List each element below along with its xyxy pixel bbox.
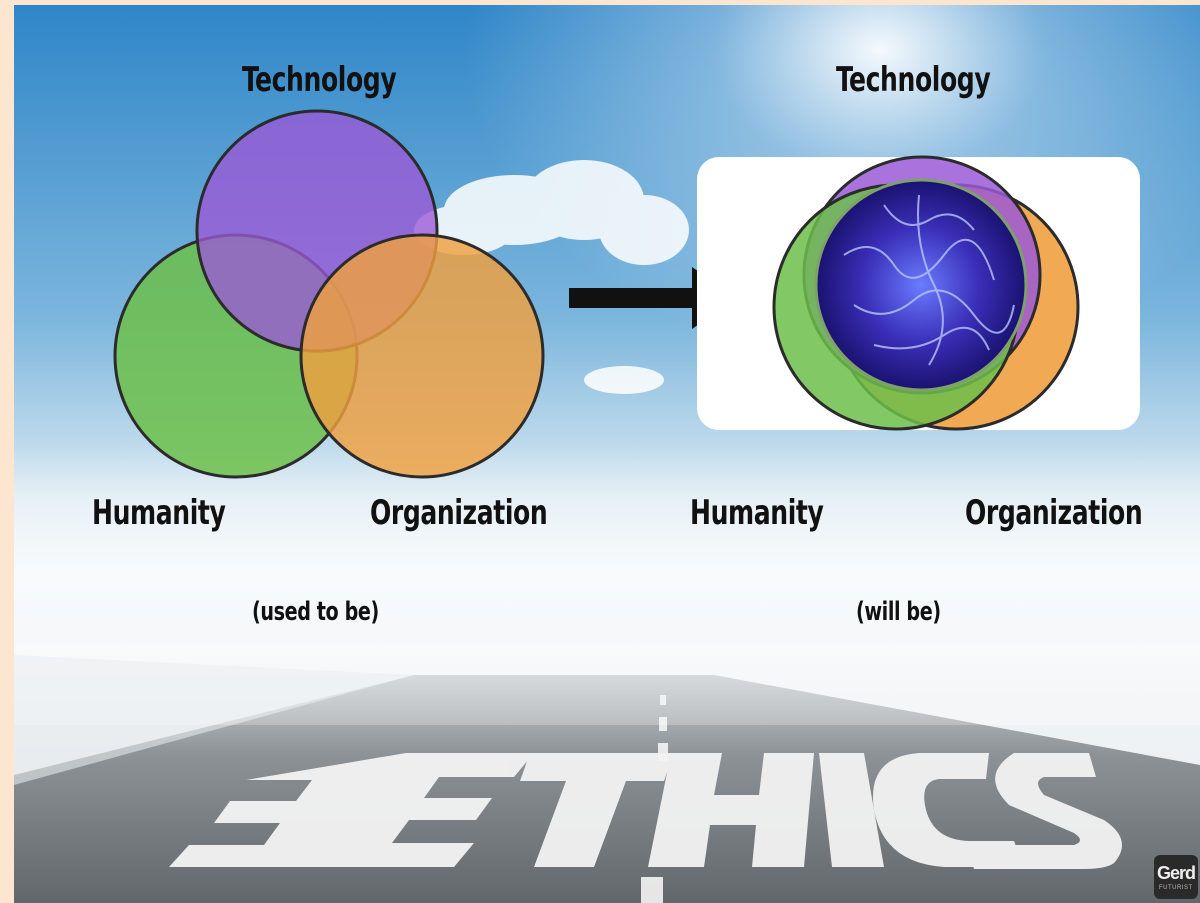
- core-circle: [814, 178, 1028, 392]
- gerd-logo: Gerd FUTURIST: [1154, 855, 1198, 899]
- organization-circle: [299, 233, 545, 479]
- background-scene: [14, 5, 1200, 903]
- right-humanity-label: Humanity: [690, 493, 824, 533]
- left-technology-label: Technology: [242, 60, 397, 100]
- logo-name: Gerd: [1157, 863, 1196, 883]
- logo-subtitle: FUTURIST: [1159, 885, 1193, 891]
- cloud: [414, 160, 689, 394]
- ethics-road-text: [169, 753, 1122, 869]
- venn-used-to-be: [113, 109, 545, 479]
- right-organization-label: Organization: [965, 493, 1143, 533]
- left-humanity-label: Humanity: [92, 493, 226, 533]
- left-caption: (used to be): [252, 597, 379, 627]
- slide: Technology Humanity Organization (used t…: [14, 5, 1200, 903]
- left-organization-label: Organization: [370, 493, 548, 533]
- road-dashes: [641, 695, 668, 903]
- plasma-filaments: [843, 194, 1015, 366]
- right-technology-label: Technology: [836, 60, 991, 100]
- right-caption: (will be): [856, 597, 941, 627]
